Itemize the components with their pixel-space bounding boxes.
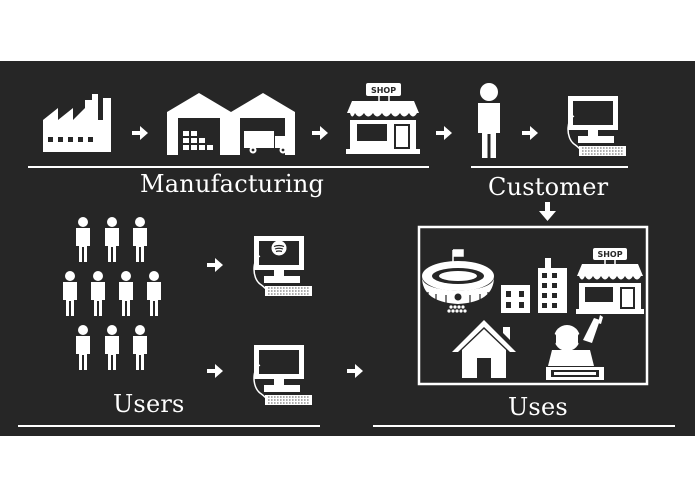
delivery-truck-icon — [244, 131, 291, 154]
music-computer-icon — [253, 235, 313, 297]
dj-icon — [546, 315, 604, 380]
shop-icon — [346, 83, 420, 154]
factory-icon — [43, 94, 111, 152]
shop-icon — [576, 248, 644, 314]
house-icon — [452, 320, 516, 378]
users-label: Users — [113, 390, 185, 418]
uses-underline — [373, 425, 675, 427]
customer-underline — [471, 166, 628, 168]
customer-label: Customer — [488, 173, 609, 201]
buildings-icon — [501, 258, 567, 313]
manufacturing-underline — [28, 166, 429, 168]
arrow-right-icon — [347, 364, 363, 378]
arrow-right-icon — [207, 258, 223, 272]
person-icon — [478, 83, 500, 158]
arrow-right-icon — [436, 126, 452, 140]
shop-sign-text: SHOP — [597, 250, 622, 259]
shop-sign-text: SHOP — [371, 86, 396, 95]
computer-icon — [567, 95, 627, 157]
arrow-right-icon — [312, 126, 328, 140]
arrow-right-icon — [207, 364, 223, 378]
arrow-right-icon — [522, 126, 538, 140]
manufacturing-label: Manufacturing — [140, 170, 325, 198]
uses-label: Uses — [508, 393, 568, 421]
users-underline — [18, 425, 320, 427]
arrow-right-icon — [132, 126, 148, 140]
uses-box — [417, 225, 649, 386]
stadium-icon — [422, 249, 494, 313]
computer-icon — [253, 344, 313, 406]
crowd-icon — [63, 217, 161, 370]
arrow-down-icon — [539, 202, 556, 221]
